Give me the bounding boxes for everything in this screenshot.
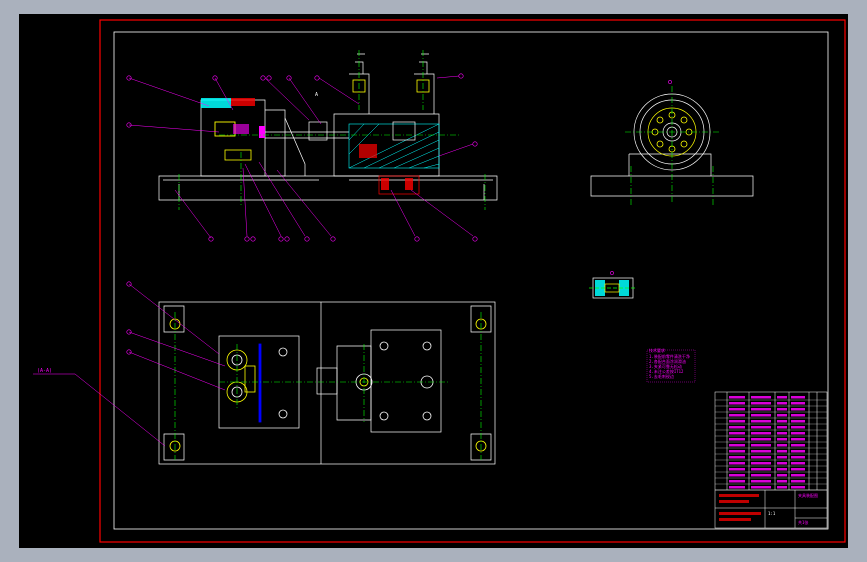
parts-list-cell <box>729 462 745 465</box>
parts-list-cell <box>791 432 805 435</box>
plan-view-details <box>169 318 487 452</box>
parts-list-cell <box>729 420 745 423</box>
notes-title: 技术要求 <box>649 348 665 353</box>
parts-list-cell <box>791 474 805 477</box>
parts-list-cell <box>777 486 787 489</box>
parts-list-cell <box>751 450 771 453</box>
side-view-balloon <box>668 80 672 84</box>
parts-list-cell <box>751 468 771 471</box>
parts-list-cell <box>791 408 805 411</box>
notes-line-4: 4.未注公差按IT12 <box>649 369 684 374</box>
front-balloons <box>126 73 478 242</box>
parts-list-cell <box>751 420 771 423</box>
parts-list-cell <box>751 438 771 441</box>
parts-list-cell <box>791 402 805 405</box>
parts-list-cell <box>751 402 771 405</box>
plan-view <box>158 301 496 465</box>
parts-list-cell <box>729 432 745 435</box>
front-leader-lines <box>128 75 474 239</box>
parts-list-rows <box>715 396 827 491</box>
parts-list-cell <box>791 468 805 471</box>
notes-block <box>646 349 696 383</box>
detail-view <box>589 271 637 299</box>
parts-list-cell <box>777 402 787 405</box>
drawing-frame <box>113 31 829 530</box>
notes-line-3: 3.夹紧可靠无松动 <box>649 364 682 369</box>
cad-viewport[interactable]: (A-A) A 技术要求 1.装配前零件清洗干净 2.各配合面涂润滑油 3.夹紧… <box>19 14 848 548</box>
parts-list-cell <box>729 480 745 483</box>
parts-list-cell <box>729 456 745 459</box>
parts-list-cell <box>791 480 805 483</box>
side-view-center-lines <box>625 86 719 206</box>
notes-line-2: 2.各配合面涂润滑油 <box>649 359 686 364</box>
top-section-tag: A <box>315 92 319 98</box>
parts-list-cell <box>729 396 745 399</box>
parts-list-cell <box>729 444 745 447</box>
plan-balloons <box>126 281 132 355</box>
parts-list-cell <box>777 474 787 477</box>
front-section-view <box>158 53 498 201</box>
title-block-fills <box>719 494 761 521</box>
parts-list-cell <box>791 396 805 399</box>
parts-list-cell <box>777 432 787 435</box>
parts-list-cell <box>729 486 745 489</box>
plan-center-lines <box>174 312 482 460</box>
left-section-tag: (A-A) <box>37 368 53 374</box>
drawing-sheet <box>33 19 846 543</box>
parts-list-cell <box>751 486 771 489</box>
parts-list-cell <box>751 432 771 435</box>
parts-list-cell <box>729 414 745 417</box>
parts-list-cell <box>777 462 787 465</box>
parts-list-cell <box>791 438 805 441</box>
parts-list-cell <box>751 474 771 477</box>
front-center-lines <box>178 50 486 210</box>
parts-list-cell <box>751 444 771 447</box>
parts-list-cell <box>791 486 805 489</box>
parts-list-cell <box>777 420 787 423</box>
parts-list-cell <box>751 480 771 483</box>
sheet-count: 共1张 <box>798 520 809 525</box>
parts-list-cell <box>751 462 771 465</box>
parts-list-cell <box>751 456 771 459</box>
drawing-name: 夹具装配图 <box>798 493 818 498</box>
parts-list-cell <box>777 396 787 399</box>
parts-list-cell <box>777 408 787 411</box>
parts-list-cell <box>729 438 745 441</box>
parts-list-cell <box>791 414 805 417</box>
parts-list-cell <box>751 414 771 417</box>
parts-list-cell <box>791 444 805 447</box>
parts-list-cell <box>751 426 771 429</box>
parts-list-cell <box>751 408 771 411</box>
parts-list-cell <box>729 402 745 405</box>
parts-list-cell <box>791 426 805 429</box>
red-sheet-border <box>99 19 846 543</box>
parts-list-cell <box>791 456 805 459</box>
parts-list-cell <box>777 468 787 471</box>
parts-list-cell <box>729 474 745 477</box>
parts-list-cell <box>729 450 745 453</box>
parts-list-cell <box>777 426 787 429</box>
parts-list-cell <box>777 438 787 441</box>
parts-list-cell <box>729 426 745 429</box>
parts-list-cell <box>777 480 787 483</box>
parts-list-cell <box>791 450 805 453</box>
notes-line-5: 5.去毛刺锐边 <box>649 374 674 379</box>
parts-list-cell <box>777 456 787 459</box>
notes-line-1: 1.装配前零件清洗干净 <box>649 354 690 359</box>
parts-list-cell <box>729 408 745 411</box>
parts-list-cell <box>777 444 787 447</box>
parts-list-cell <box>791 462 805 465</box>
drawing-scale: 1:1 <box>768 511 776 516</box>
parts-list-cell <box>751 396 771 399</box>
plan-leader-lines <box>33 283 226 447</box>
parts-list-cell <box>777 450 787 453</box>
parts-list-cell <box>777 414 787 417</box>
parts-list-cell <box>729 468 745 471</box>
front-section-hatch <box>201 79 440 195</box>
parts-list-cell <box>791 420 805 423</box>
